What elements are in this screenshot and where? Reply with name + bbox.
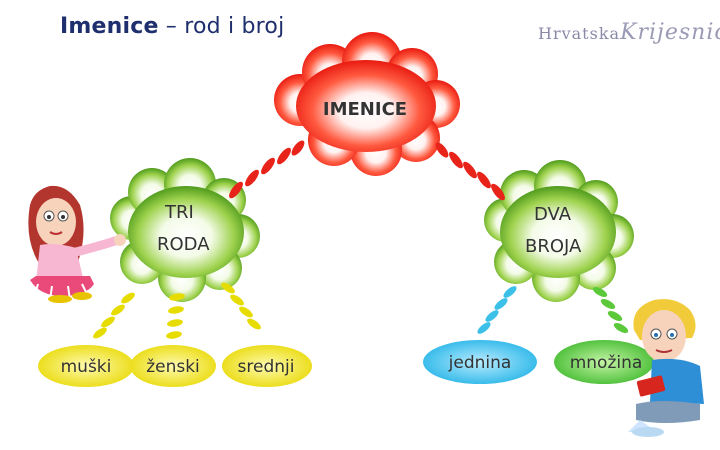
- pill-mnozina: množina: [554, 340, 654, 384]
- pill-muski-label: muški: [61, 357, 112, 377]
- pill-zenski: ženski: [130, 345, 216, 387]
- connector-broj-mnozina: [592, 286, 629, 334]
- connector-rod-srednji: [221, 282, 261, 330]
- root-label: IMENICE: [323, 99, 407, 120]
- page-title: Imenice – rod i broj: [60, 14, 284, 39]
- title-main: Imenice: [60, 14, 159, 39]
- rod-label-line1: TRI: [164, 202, 194, 223]
- connector-rod-zenski: [166, 293, 185, 339]
- connector-root-right: [435, 142, 505, 201]
- broj-label-line2: BROJA: [525, 236, 582, 257]
- broj-label-line1: DVA: [534, 204, 572, 225]
- pill-srednji: srednji: [222, 345, 312, 387]
- title-rest: rod i broj: [184, 14, 285, 39]
- pill-jednina: jednina: [423, 340, 537, 384]
- brand-main: Krijesnica: [620, 20, 720, 45]
- rod-cloud: TRI RODA: [110, 158, 260, 302]
- connector-rod-muski: [93, 292, 135, 339]
- pill-jednina-label: jednina: [448, 353, 512, 373]
- connector-root-left: [229, 140, 305, 199]
- brand-prefix: Hrvatska: [538, 24, 621, 43]
- root-cloud: IMENICE: [274, 32, 460, 176]
- pill-zenski-label: ženski: [146, 357, 200, 377]
- pill-mnozina-label: množina: [570, 353, 643, 373]
- girl-illustration: [28, 185, 126, 303]
- pill-muski: muški: [38, 345, 134, 387]
- broj-cloud: DVA BROJA: [484, 160, 634, 302]
- rod-label-line2: RODA: [157, 234, 210, 255]
- connector-broj-jednina: [477, 286, 517, 334]
- boy-illustration: [628, 299, 704, 437]
- title-separator: –: [158, 14, 185, 39]
- pill-srednji-label: srednji: [238, 357, 295, 377]
- brand-logo: HrvatskaKrijesnica: [538, 20, 720, 45]
